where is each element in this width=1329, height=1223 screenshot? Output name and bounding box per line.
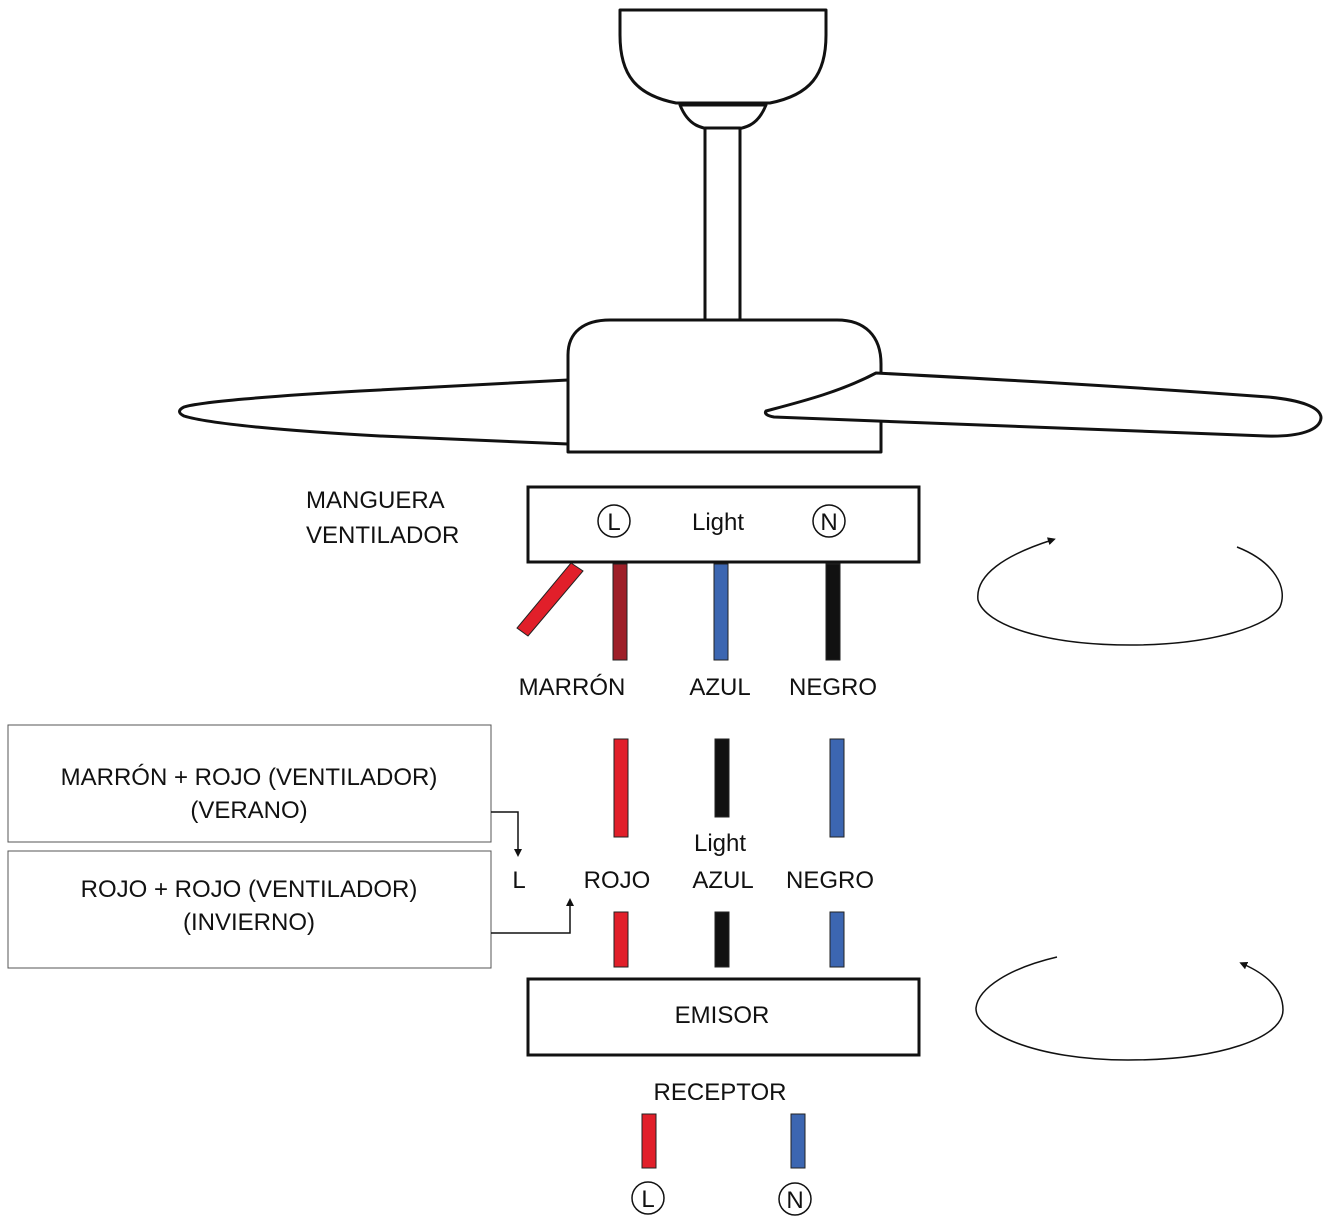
winter-option-box: [7, 850, 492, 969]
receiver-terminal-l-circle: [631, 1181, 665, 1215]
receiver-label: RECEPTOR: [654, 1079, 787, 1106]
fan-terminal-block: [526, 485, 921, 564]
fan-wire-negro-label: NEGRO: [789, 674, 877, 701]
emitter-negro-label: NEGRO: [786, 867, 874, 894]
winter-option-line2: (INVIERNO): [183, 909, 315, 936]
l-connection-label: L: [512, 867, 525, 894]
receiver-wire-n: [790, 1113, 806, 1169]
summer-connector-arrow: [491, 811, 522, 857]
fan-wire-azul: [713, 563, 729, 661]
receiver-terminal-n-circle: [778, 1182, 812, 1216]
emitter-light-label: Light: [694, 830, 746, 857]
hose-label-line2: VENTILADOR: [306, 522, 459, 549]
hose-label-line1: MANGUERA: [306, 487, 445, 514]
terminal-l-circle: [597, 504, 631, 538]
fan-wire-rojo-diagonal: [516, 562, 584, 637]
emitter-label: EMISOR: [675, 1002, 770, 1029]
emitter-wire-rojo-top: [613, 738, 629, 838]
emitter-wire-light-bottom: [714, 911, 730, 968]
rotation-counterclockwise-icon: [975, 956, 1284, 1061]
fan-blade-right: [764, 371, 1323, 438]
emitter-rojo-label: ROJO: [584, 867, 651, 894]
ceiling-fan-illustration: [178, 8, 1323, 454]
winter-connector-arrow: [491, 898, 574, 934]
fan-wire-negro: [825, 563, 841, 661]
receiver-terminal-l-label: L: [641, 1186, 654, 1213]
receiver-terminal-n-label: N: [786, 1187, 803, 1214]
emitter-wire-rojo-bottom: [613, 911, 629, 968]
receiver-wire-l: [641, 1113, 657, 1169]
terminal-n-circle: [812, 504, 846, 538]
rotation-clockwise-icon: [977, 537, 1283, 646]
terminal-n-label: N: [820, 509, 837, 536]
winter-option-line1: ROJO + ROJO (VENTILADOR): [81, 876, 418, 903]
emitter-box: [526, 977, 921, 1057]
fan-wire-marron-label: MARRÓN: [519, 674, 626, 701]
summer-option-line1: MARRÓN + ROJO (VENTILADOR): [61, 764, 438, 791]
fan-wire-azul-label: AZUL: [689, 674, 750, 701]
fan-blade-left: [178, 378, 570, 446]
terminal-light-label: Light: [692, 509, 744, 536]
emitter-wire-azul-bottom: [829, 911, 845, 968]
emitter-azul-label: AZUL: [692, 867, 753, 894]
emitter-wire-light-top: [714, 738, 730, 818]
fan-downrod: [703, 126, 742, 322]
summer-option-box: [7, 724, 492, 843]
fan-wire-marron: [612, 563, 628, 661]
fan-canopy: [618, 8, 828, 105]
fan-collar: [678, 103, 768, 132]
fan-motor-housing: [566, 318, 883, 454]
terminal-l-label: L: [607, 509, 620, 536]
emitter-wire-azul-top: [829, 738, 845, 838]
summer-option-line2: (VERANO): [190, 797, 307, 824]
